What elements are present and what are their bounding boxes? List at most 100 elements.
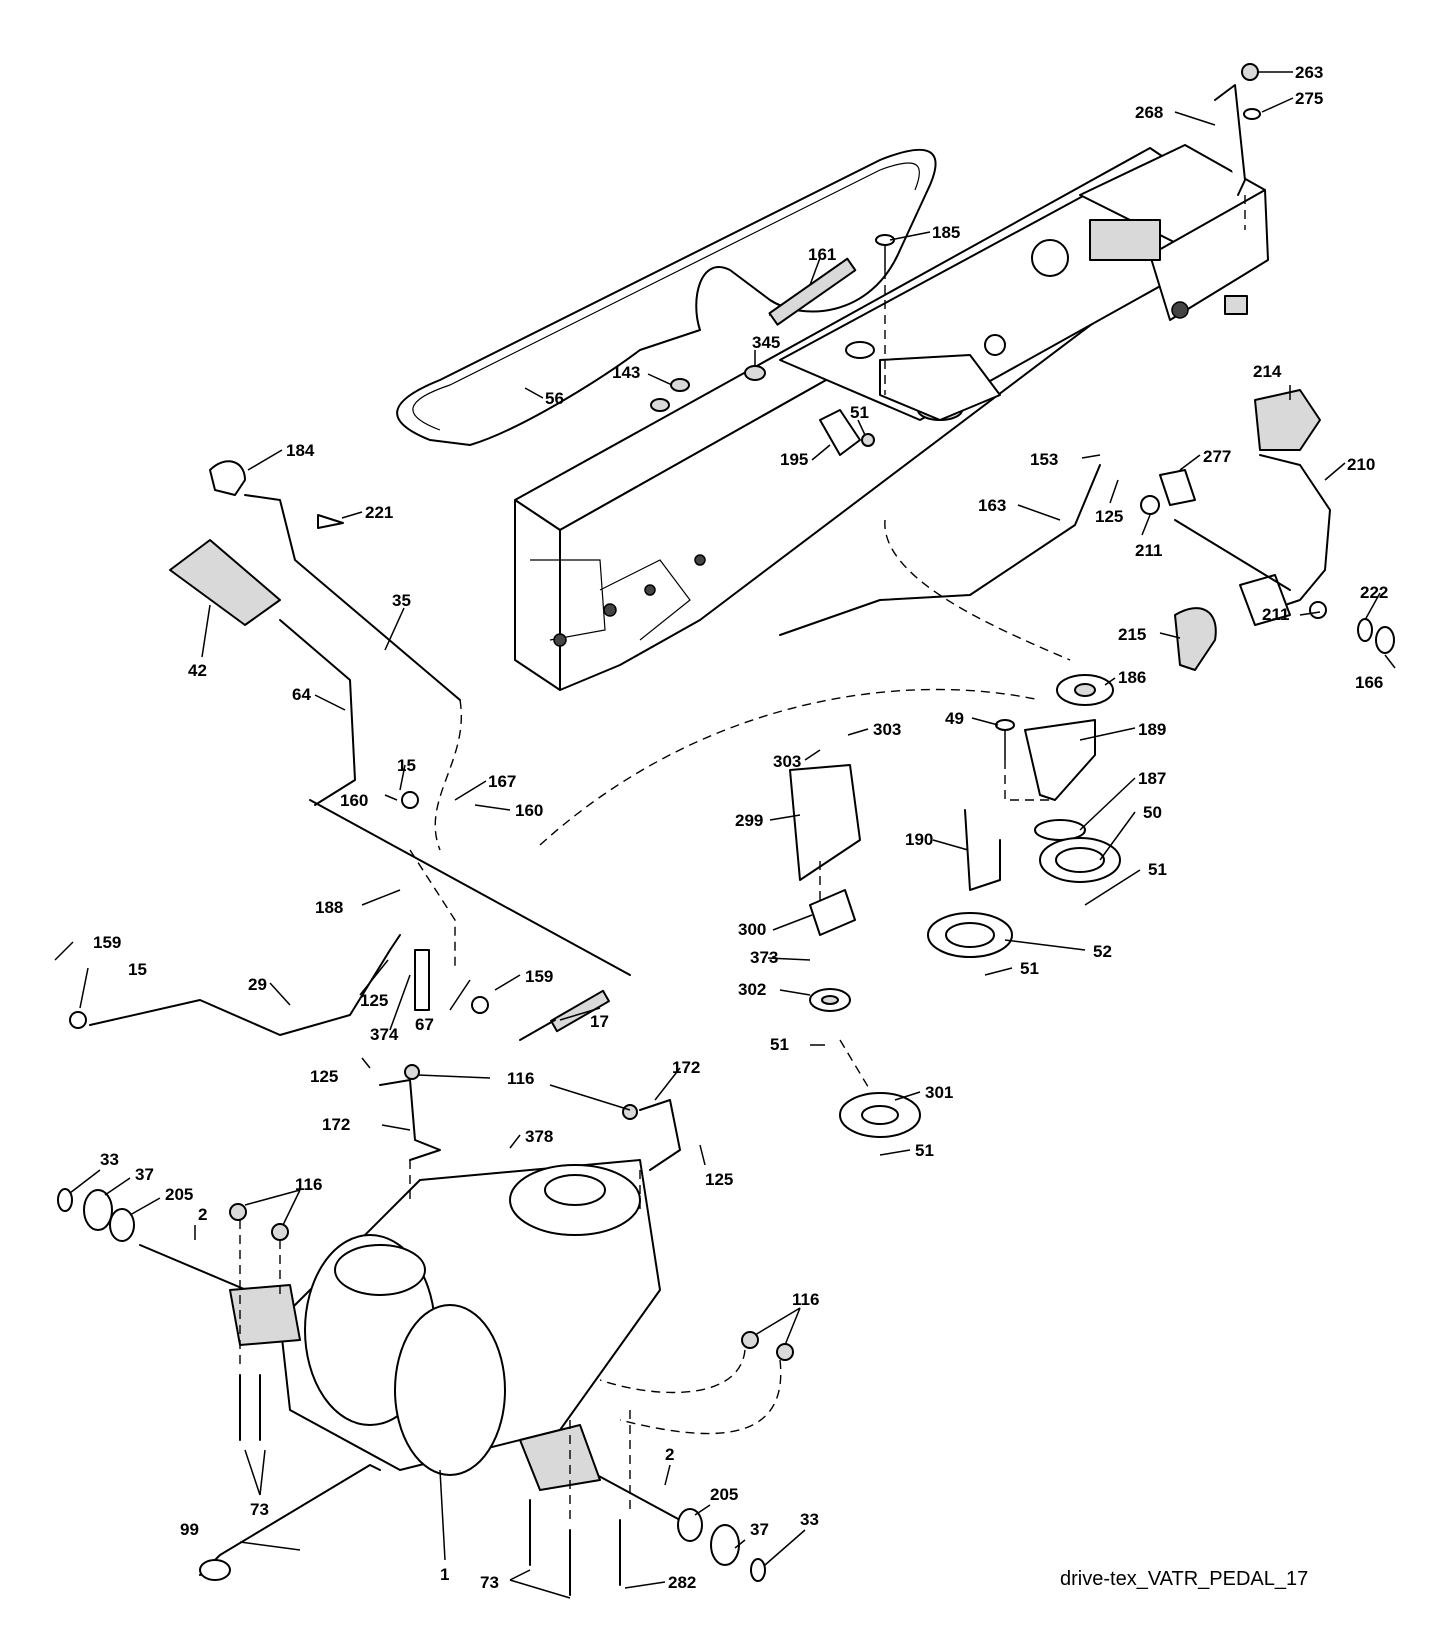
callout-373: 373 (750, 948, 778, 967)
pulley-50 (1039, 837, 1121, 883)
callout-301: 301 (925, 1083, 953, 1102)
callout-195: 195 (780, 450, 808, 469)
callout-215: 215 (1118, 625, 1146, 644)
callout-205-right: 205 (710, 1485, 738, 1504)
callout-167: 167 (488, 772, 516, 791)
callout-185: 185 (932, 223, 960, 242)
callout-29: 29 (248, 975, 267, 994)
callout-186: 186 (1118, 668, 1146, 687)
callout-2-right: 2 (665, 1445, 674, 1464)
callout-1: 1 (440, 1565, 449, 1584)
callout-33-right: 33 (800, 1510, 819, 1529)
callout-345: 345 (752, 333, 780, 352)
callout-33-left: 33 (100, 1150, 119, 1169)
callout-302: 302 (738, 980, 766, 999)
knob-214 (1254, 389, 1321, 451)
callout-268: 268 (1135, 103, 1163, 122)
callout-303-left: 303 (773, 752, 801, 771)
callout-161: 161 (808, 245, 836, 264)
callout-17: 17 (590, 1012, 609, 1031)
transaxle-1 (139, 1159, 681, 1521)
callout-282: 282 (668, 1573, 696, 1592)
callout-125-d: 125 (705, 1170, 733, 1189)
pad-184 (209, 460, 246, 496)
callout-15-lower: 15 (128, 960, 147, 979)
washers-222-166 (1357, 618, 1395, 654)
bracket-190 (964, 809, 1001, 891)
callout-51-d: 51 (770, 1035, 789, 1054)
callout-187: 187 (1138, 769, 1166, 788)
cross-shaft-188 (309, 799, 631, 976)
callout-125-c: 125 (310, 1067, 338, 1086)
bearing-302 (809, 988, 851, 1012)
bolts-143 (650, 378, 690, 412)
rod-268 (1214, 63, 1261, 196)
callout-labels: 263 275 268 185 161 345 143 56 51 195 18… (93, 63, 1388, 1592)
callout-2-left: 2 (198, 1205, 207, 1224)
callout-125-b: 125 (360, 991, 388, 1010)
callout-277: 277 (1203, 447, 1231, 466)
callout-160-left: 160 (340, 791, 368, 810)
arm-64 (279, 619, 356, 806)
callout-51: 51 (850, 403, 869, 422)
callout-190: 190 (905, 830, 933, 849)
washers-33-37-205 (57, 1188, 766, 1582)
callout-143: 143 (612, 363, 640, 382)
callout-166: 166 (1355, 673, 1383, 692)
chassis-frame (514, 144, 1269, 691)
callout-211-lower: 211 (1262, 605, 1289, 624)
callout-159-right: 159 (525, 967, 553, 986)
callout-222: 222 (1360, 583, 1388, 602)
callout-37-right: 37 (750, 1520, 769, 1539)
bracket-299 (789, 764, 861, 881)
callout-116-b: 116 (295, 1175, 322, 1194)
bracket-189 (1024, 719, 1096, 801)
callout-37-left: 37 (135, 1165, 154, 1184)
bracket-300 (809, 889, 856, 936)
callout-172-right: 172 (672, 1058, 700, 1077)
brackets-172 (379, 1079, 681, 1171)
callout-205-left: 205 (165, 1185, 193, 1204)
callout-159-left: 159 (93, 933, 121, 952)
bracket-277 (1159, 469, 1196, 506)
rod-29 (89, 934, 401, 1036)
callout-263: 263 (1295, 63, 1323, 82)
leader-lines (54, 71, 1396, 1599)
bolts-73-282 (239, 1374, 621, 1596)
callout-221: 221 (365, 503, 393, 522)
callout-73-bottom: 73 (480, 1573, 499, 1592)
callout-378: 378 (525, 1127, 553, 1146)
callout-172-left: 172 (322, 1115, 350, 1134)
pulley-186 (1056, 674, 1114, 706)
lever-215 (1174, 607, 1217, 671)
pulley-301 (839, 1092, 921, 1138)
callout-42: 42 (188, 661, 207, 680)
callout-116-c: 116 (792, 1290, 819, 1309)
bolt-185 (875, 234, 895, 270)
callout-56: 56 (545, 389, 564, 408)
pulley-52 (927, 912, 1013, 958)
callout-51-e: 51 (915, 1141, 934, 1160)
callout-64: 64 (292, 685, 311, 704)
bolt-49 (995, 719, 1015, 760)
callout-211-upper: 211 (1135, 541, 1162, 560)
rod-99 (199, 1464, 381, 1581)
nuts-116 (229, 1064, 794, 1361)
rod-163 (779, 464, 1101, 636)
diagram-title: drive-tex_VATR_PEDAL_17 (1060, 1568, 1308, 1590)
callout-163: 163 (978, 496, 1006, 515)
bolt-345 (744, 365, 766, 381)
callout-210: 210 (1347, 455, 1375, 474)
callout-52: 52 (1093, 942, 1112, 961)
washer-187 (1034, 819, 1086, 841)
callout-51-c: 51 (1020, 959, 1039, 978)
callout-49: 49 (945, 709, 964, 728)
rod-35 (244, 494, 461, 701)
nut-51-top (861, 433, 875, 447)
pedal-42 (169, 539, 281, 626)
callout-99: 99 (180, 1520, 199, 1539)
callout-299: 299 (735, 811, 763, 830)
callout-125: 125 (1095, 507, 1123, 526)
tension-spring-161 (768, 257, 857, 326)
